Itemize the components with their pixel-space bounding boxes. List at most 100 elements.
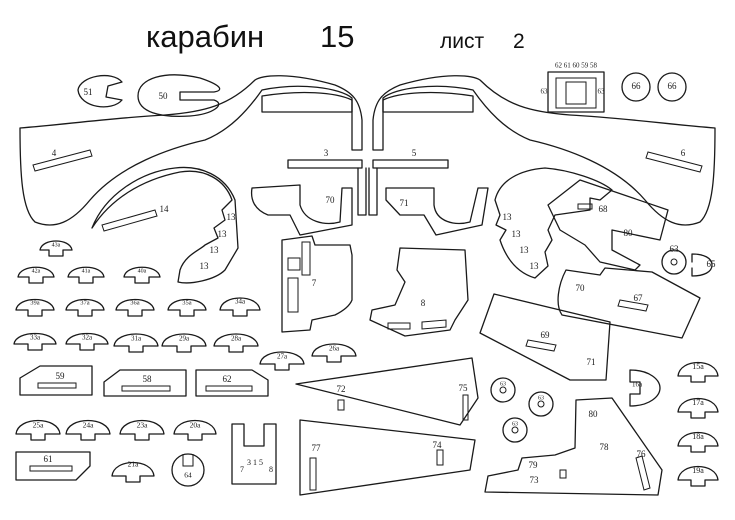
part-23a: 23a (119, 420, 165, 441)
svg-text:78: 78 (600, 442, 610, 452)
part-78: 80 78 76 79 73 (484, 397, 663, 496)
part-69: 69 71 (479, 293, 611, 381)
part-62-group: 62 61 60 59 58 63 63 (541, 62, 605, 113)
svg-text:62 61 60 59 58: 62 61 60 59 58 (555, 62, 598, 70)
svg-text:13: 13 (530, 261, 540, 271)
sheet-label: лист (440, 30, 484, 53)
part-19a: 19a (677, 466, 719, 487)
part-13-left: 13 13 13 13 (200, 212, 237, 271)
part-34a: 34a (219, 297, 261, 317)
part-35a: 35a (167, 298, 207, 317)
part-64: 64 (171, 453, 205, 487)
svg-text:63: 63 (670, 244, 680, 254)
svg-text:13: 13 (520, 245, 530, 255)
svg-text:27a: 27a (277, 353, 288, 361)
part-68: 68 80 (547, 179, 669, 271)
svg-text:77: 77 (312, 443, 322, 453)
svg-text:25a: 25a (33, 421, 45, 430)
svg-text:32a: 32a (82, 334, 93, 342)
svg-text:63: 63 (538, 395, 544, 401)
svg-text:13: 13 (512, 229, 522, 239)
sheet-title: карабин (146, 19, 264, 54)
svg-text:21a: 21a (128, 460, 140, 469)
svg-text:79: 79 (529, 460, 539, 470)
part-31a: 31a (113, 333, 159, 353)
svg-text:34a: 34a (235, 298, 246, 306)
part-40a: 40a (123, 266, 161, 284)
svg-text:36a: 36a (130, 299, 140, 306)
part-71-right: 71 (385, 187, 489, 236)
part-74: 77 74 (299, 419, 476, 496)
part-51: 51 (77, 74, 123, 108)
svg-text:61: 61 (44, 454, 53, 464)
svg-text:50: 50 (159, 91, 169, 101)
svg-text:41a: 41a (82, 268, 91, 274)
part-4: 4 (19, 75, 363, 226)
svg-text:64: 64 (184, 471, 192, 480)
svg-text:75: 75 (459, 383, 469, 393)
svg-text:72: 72 (337, 384, 346, 394)
svg-text:80: 80 (624, 228, 634, 238)
part-41a: 41a (67, 266, 105, 284)
part-29a: 29a (161, 333, 207, 353)
sheet-number: 2 (513, 30, 525, 53)
svg-text:65: 65 (707, 259, 717, 269)
svg-text:24a: 24a (83, 421, 95, 430)
svg-text:63: 63 (500, 381, 506, 387)
svg-text:51: 51 (84, 87, 93, 97)
svg-text:4: 4 (52, 148, 57, 158)
svg-text:14: 14 (160, 204, 170, 214)
svg-text:66: 66 (632, 81, 642, 91)
part-67: 70 67 (557, 267, 701, 339)
part-43a: 43a (39, 240, 73, 257)
svg-text:13: 13 (503, 212, 513, 222)
svg-text:8: 8 (421, 298, 426, 308)
part-50: 50 (137, 74, 221, 118)
part-21a: 21a (111, 460, 155, 483)
part-62: 62 (195, 369, 269, 397)
svg-text:67: 67 (634, 293, 644, 303)
part-28a: 28a (213, 333, 259, 353)
svg-text:17a: 17a (692, 398, 704, 407)
part-63-washers: 63 63 63 (490, 377, 554, 443)
svg-text:59: 59 (56, 371, 66, 381)
svg-text:29a: 29a (179, 335, 190, 343)
svg-text:13: 13 (227, 212, 237, 222)
sheet-title-number: 15 (320, 19, 354, 54)
svg-text:69: 69 (541, 330, 551, 340)
part-26a: 26a (311, 343, 357, 363)
svg-text:3: 3 (324, 148, 329, 158)
part-24a: 24a (65, 420, 111, 441)
svg-text:40a: 40a (138, 268, 147, 274)
part-6: 6 (372, 75, 716, 226)
part-63-65: 63 65 (661, 244, 717, 277)
part-17a: 17a (677, 398, 719, 419)
svg-text:31a: 31a (131, 335, 142, 343)
part-15a: 15a (677, 362, 719, 383)
svg-text:42a: 42a (32, 268, 41, 274)
part-8: 8 (369, 247, 469, 337)
svg-text:23a: 23a (137, 421, 149, 430)
svg-text:37a: 37a (80, 299, 90, 306)
svg-text:62: 62 (223, 374, 232, 384)
part-59: 59 (19, 365, 93, 396)
part-20a: 20a (173, 420, 217, 441)
svg-text:13: 13 (210, 245, 220, 255)
svg-text:28a: 28a (231, 335, 242, 343)
part-58: 58 (103, 369, 187, 397)
part-27a: 27a (259, 351, 305, 371)
part-39a: 39a (15, 298, 55, 317)
svg-text:15a: 15a (692, 362, 704, 371)
svg-text:43a: 43a (52, 242, 61, 248)
svg-text:71: 71 (400, 198, 409, 208)
svg-text:20a: 20a (190, 421, 202, 430)
svg-text:70: 70 (326, 195, 336, 205)
part-13-right: 13 13 13 13 (494, 167, 613, 279)
part-66-pair: 66 66 (621, 72, 687, 102)
svg-text:26a: 26a (329, 345, 340, 353)
svg-text:63: 63 (541, 88, 549, 96)
svg-text:5: 5 (412, 148, 417, 158)
svg-text:80: 80 (589, 409, 599, 419)
